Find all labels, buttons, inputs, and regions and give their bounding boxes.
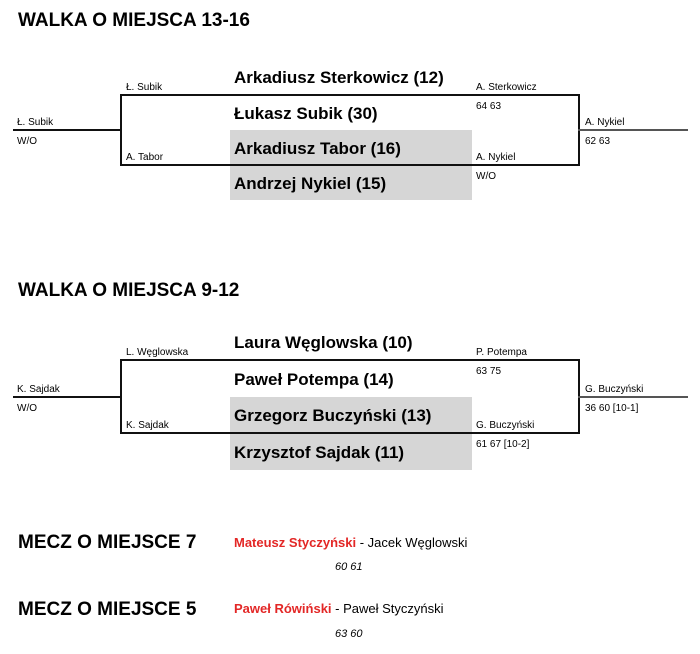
right-score: 62 63 xyxy=(585,136,611,147)
right-top-score: 63 75 xyxy=(476,366,502,377)
match-loser: Jacek Węglowski xyxy=(367,535,468,550)
match-winner: Mateusz Styczyński xyxy=(234,535,357,550)
match-winner: Paweł Rówiński xyxy=(234,601,332,616)
player-name: Paweł Potempa (14) xyxy=(234,370,394,389)
match-score: 63 60 xyxy=(335,628,363,640)
section-title-13-16: WALKA O MIEJSCA 13-16 xyxy=(18,10,250,31)
match-title: MECZ O MIEJSCE 7 xyxy=(18,532,197,553)
right-winner-label: G. Buczyński xyxy=(585,384,644,395)
player-name: Krzysztof Sajdak (11) xyxy=(234,443,405,462)
player-name: Arkadiusz Tabor (16) xyxy=(234,139,401,158)
right-top-score: 64 63 xyxy=(476,101,502,112)
bracket-line-left-vertical xyxy=(120,359,122,434)
left-score: W/O xyxy=(17,403,37,414)
bracket-line-top xyxy=(120,94,580,96)
right-bottom-score: 61 67 [10-2] xyxy=(476,439,530,450)
left-score: W/O xyxy=(17,136,37,147)
bracket-line-right xyxy=(578,129,688,131)
left-bottom-label: A. Tabor xyxy=(126,152,164,163)
left-bottom-label: K. Sajdak xyxy=(126,420,169,431)
left-top-label: Ł. Subik xyxy=(126,82,163,93)
section-title-9-12: WALKA O MIEJSCA 9-12 xyxy=(18,280,240,301)
player-name: Andrzej Nykiel (15) xyxy=(234,174,387,193)
right-score: 36 60 [10-1] xyxy=(585,403,639,414)
match-separator: - xyxy=(356,535,368,550)
left-top-label: L. Węglowska xyxy=(126,347,189,358)
player-name: Łukasz Subik (30) xyxy=(234,104,378,123)
bracket-line-left xyxy=(13,129,122,131)
bracket-line-bottom xyxy=(120,164,580,166)
match-loser: Paweł Styczyński xyxy=(343,601,444,616)
right-bottom-score: W/O xyxy=(476,171,496,182)
bracket-line-right xyxy=(578,396,688,398)
right-top-label: A. Sterkowicz xyxy=(476,82,537,93)
left-winner-label: K. Sajdak xyxy=(17,384,60,395)
match-players: Mateusz Styczyński - Jacek Węglowski xyxy=(234,535,467,550)
player-name: Grzegorz Buczyński (13) xyxy=(234,406,432,425)
bracket-line-left xyxy=(13,396,122,398)
bracket-line-top xyxy=(120,359,580,361)
player-name: Laura Węglowska (10) xyxy=(234,333,413,352)
match-players: Paweł Rówiński - Paweł Styczyński xyxy=(234,601,444,616)
left-winner-label: Ł. Subik xyxy=(17,117,54,128)
right-top-label: P. Potempa xyxy=(476,347,527,358)
bracket-line-left-vertical xyxy=(120,94,122,166)
match-score: 60 61 xyxy=(335,561,363,573)
right-winner-label: A. Nykiel xyxy=(585,117,625,128)
player-name: Arkadiusz Sterkowicz (12) xyxy=(234,68,444,87)
match-separator: - xyxy=(331,601,344,616)
bracket-line-bottom xyxy=(120,432,580,434)
right-bottom-label: G. Buczyński xyxy=(476,420,535,431)
match-title: MECZ O MIEJSCE 5 xyxy=(18,599,197,620)
right-bottom-label: A. Nykiel xyxy=(476,152,516,163)
